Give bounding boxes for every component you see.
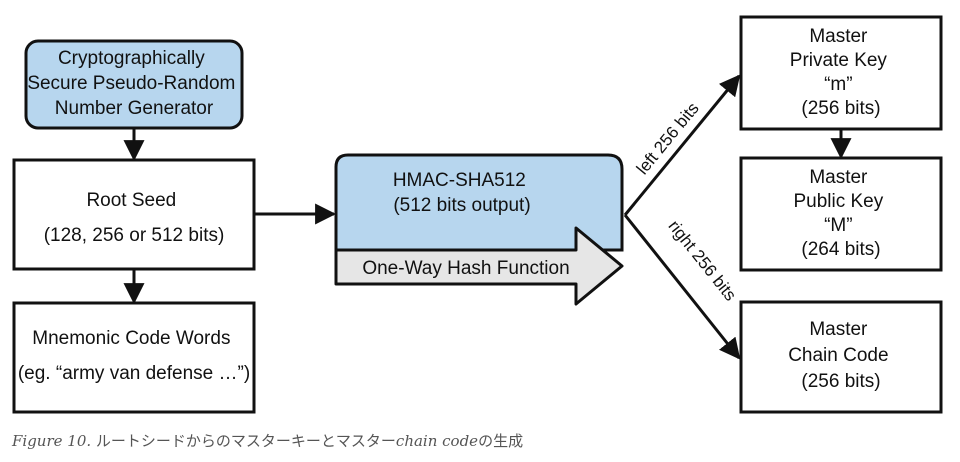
csprng-label: Cryptographically Secure Pseudo-Random N… xyxy=(27,48,240,119)
chain-code-line-3: (256 bits) xyxy=(801,371,880,392)
one-way-hash-arrow xyxy=(334,226,624,306)
arrow-hmac-to-chain-code xyxy=(623,214,741,360)
master-private-key-box xyxy=(739,15,943,131)
master-public-key-box xyxy=(739,156,943,272)
figure-caption: Figure 10. ルートシードからのマスターキーとマスターchain cod… xyxy=(12,430,942,451)
root-seed-title: Root Seed xyxy=(86,190,176,211)
arrow-hmac-to-private-key xyxy=(623,74,741,216)
caption-chain-code: chain code xyxy=(395,432,479,450)
csprng-line-2: Secure Pseudo-Random xyxy=(27,73,235,94)
root-seed-label: Root Seed (128, 256 or 512 bits) xyxy=(44,190,225,246)
private-key-line-2: Private Key xyxy=(790,50,888,71)
mnemonic-label: Mnemonic Code Words (eg. “army van defen… xyxy=(18,328,250,384)
mnemonic-box xyxy=(12,301,256,414)
hmac-title: HMAC-SHA512 xyxy=(393,170,526,191)
master-private-key-label: Master Private Key “m” (256 bits) xyxy=(790,26,892,119)
public-key-line-1: Master xyxy=(809,167,868,188)
chain-code-line-1: Master xyxy=(809,319,868,340)
caption-text-after: の生成 xyxy=(478,432,524,450)
private-key-line-4: (256 bits) xyxy=(801,98,880,119)
hmac-label: HMAC-SHA512 (512 bits output) xyxy=(393,170,531,216)
root-seed-box xyxy=(12,158,256,271)
figure-number: Figure 10. xyxy=(12,432,92,450)
master-chain-code-label: Master Chain Code (256 bits) xyxy=(788,319,894,392)
mnemonic-title: Mnemonic Code Words xyxy=(32,328,230,349)
mnemonic-example: (eg. “army van defense …”) xyxy=(18,363,250,384)
hmac-output: (512 bits output) xyxy=(393,195,530,216)
csprng-line-3: Number Generator xyxy=(55,98,214,119)
one-way-hash-label: One-Way Hash Function xyxy=(362,258,569,279)
csprng-box xyxy=(24,39,244,130)
private-key-line-3: “m” xyxy=(824,74,852,95)
master-chain-code-box xyxy=(739,300,943,414)
public-key-line-2: Public Key xyxy=(793,191,883,212)
master-public-key-label: Master Public Key “M” (264 bits) xyxy=(793,167,888,260)
private-key-line-1: Master xyxy=(809,26,868,47)
hmac-box xyxy=(334,153,624,252)
root-seed-size: (128, 256 or 512 bits) xyxy=(44,225,225,246)
right-256-bits-label: right 256 bits xyxy=(665,217,741,305)
csprng-line-1: Cryptographically xyxy=(58,48,205,69)
chain-code-line-2: Chain Code xyxy=(788,345,888,366)
left-256-bits-label: left 256 bits xyxy=(633,99,703,178)
caption-text-before: ルートシードからのマスターキーとマスター xyxy=(91,432,396,450)
public-key-line-4: (264 bits) xyxy=(801,239,880,260)
public-key-line-3: “M” xyxy=(824,215,852,236)
